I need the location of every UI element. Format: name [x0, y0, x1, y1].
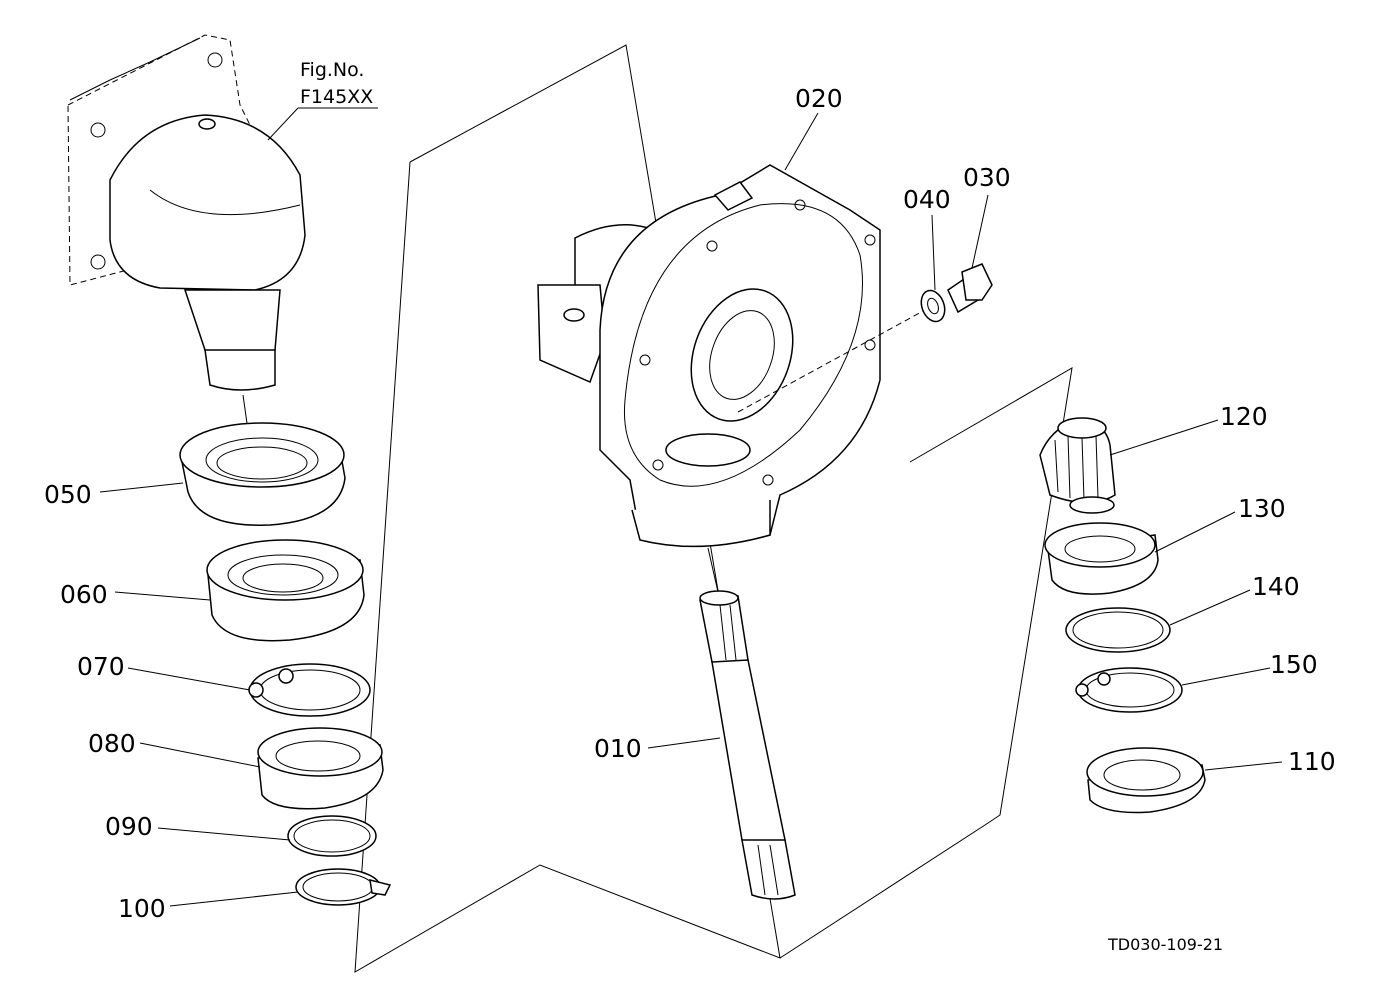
part-100-circlip: [295, 868, 392, 906]
group-bracket-right: [779, 367, 1073, 959]
fig-ref-leader: [267, 107, 299, 141]
leader-150: [1181, 667, 1271, 686]
case-to-plug-dashed: [737, 309, 926, 413]
label-100: 100: [118, 894, 166, 923]
label-070: 070: [77, 652, 125, 681]
label-120: 120: [1220, 402, 1268, 431]
leader-070: [127, 667, 251, 691]
part-010-shaft: [699, 547, 796, 900]
part-090-shim: [287, 815, 377, 857]
part-040-washer: [920, 289, 946, 323]
leader-080: [139, 742, 261, 768]
part-130-bearing: [1044, 522, 1159, 595]
fig-ref-line1: Fig.No.: [300, 59, 364, 81]
part-020-gear-case: [537, 164, 881, 548]
part-120-bevel-gear: [1039, 417, 1116, 514]
leader-140: [1169, 589, 1251, 626]
leader-090: [157, 827, 291, 841]
leader-060: [114, 591, 211, 601]
leader-020: [784, 112, 819, 171]
leader-130: [1154, 511, 1236, 553]
label-080: 080: [88, 729, 136, 758]
label-150: 150: [1270, 650, 1318, 679]
fig-ref-line2: F145XX: [300, 86, 373, 108]
label-040: 040: [903, 185, 951, 214]
leader-100: [169, 891, 299, 907]
label-130: 130: [1238, 494, 1286, 523]
label-060: 060: [60, 580, 108, 609]
label-030: 030: [963, 163, 1011, 192]
leader-030: [971, 194, 989, 269]
part-080-bearing: [257, 727, 384, 810]
label-020: 020: [795, 84, 843, 113]
part-070-snap-ring: [248, 663, 371, 717]
leader-010: [647, 737, 721, 749]
part-110-oil-seal: [1086, 747, 1206, 814]
part-050-oil-seal: [179, 422, 346, 526]
leader-040: [931, 214, 936, 291]
label-010: 010: [594, 734, 642, 763]
label-140: 140: [1252, 572, 1300, 601]
part-060-bearing: [206, 539, 365, 642]
part-030-plug: [947, 263, 993, 314]
leader-120: [1109, 419, 1219, 456]
drawing-code: TD030-109-21: [1107, 935, 1223, 954]
label-050: 050: [44, 480, 92, 509]
part-140-shim: [1065, 607, 1171, 653]
reference-housing-f145xx: [67, 34, 306, 481]
leader-110: [1204, 761, 1283, 771]
label-110: 110: [1288, 747, 1336, 776]
leader-050: [99, 482, 184, 493]
label-090: 090: [105, 812, 153, 841]
part-150-circlip: [1075, 667, 1183, 713]
